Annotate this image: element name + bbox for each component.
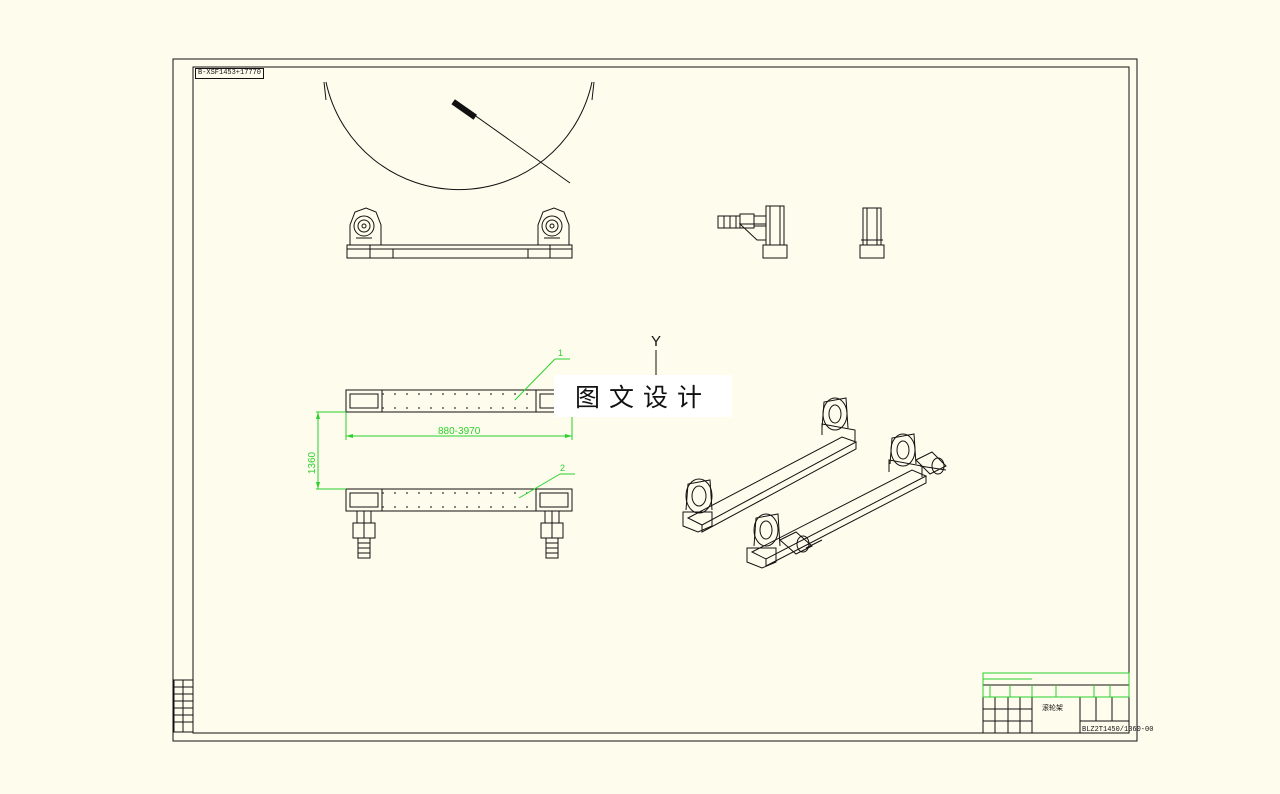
end-view: [859, 207, 885, 259]
top-view-rail-2: [345, 488, 573, 559]
leader-2: [518, 473, 561, 499]
spacing-dimension: 1360: [307, 451, 318, 474]
drawing-code-label: B-XSF1453+17770: [195, 68, 265, 79]
title-block: [982, 672, 1130, 734]
front-view: [323, 81, 595, 259]
outer-border: [172, 58, 1138, 742]
leader-1: [514, 358, 556, 401]
revision-strip: [173, 679, 194, 733]
title-block-title: 滚轮架: [1042, 703, 1063, 713]
part-number-1: 1: [558, 348, 563, 358]
watermark: 图文设计: [554, 375, 732, 417]
isometric-view: [682, 397, 947, 569]
top-view-rail-1: [345, 389, 573, 413]
side-view: [717, 205, 788, 259]
title-block-green: [982, 672, 1130, 698]
axis-label: Y: [651, 333, 661, 350]
length-dimension: 880-3970: [438, 426, 481, 437]
inner-border: [192, 66, 1130, 734]
part-number-2: 2: [560, 463, 565, 473]
drawing-number: BLZ2T1450/1360-00: [1082, 726, 1153, 734]
